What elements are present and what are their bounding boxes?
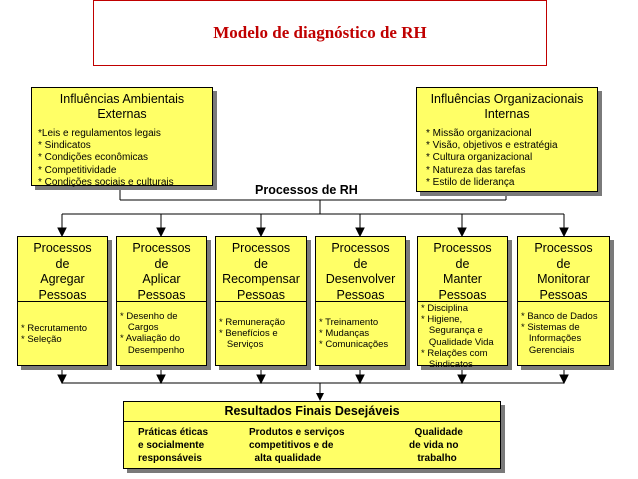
process-items: * Remuneração * Benefícios e Serviços — [219, 317, 286, 351]
process-title: Processos de Manter Pessoas — [433, 241, 492, 302]
external-influences-title: Influências Ambientais Externas — [59, 92, 185, 121]
list-item: * Estilo de liderança — [426, 176, 515, 188]
arrow-head — [156, 227, 166, 238]
processes-label: Processos de RH — [255, 183, 358, 197]
title-box: Modelo de diagnóstico de RH — [93, 0, 547, 66]
diagram-title: Modelo de diagnóstico de RH — [213, 23, 427, 42]
process-items: * Treinamento * Mudanças * Comunicações — [319, 317, 389, 351]
arrow-head — [355, 227, 365, 238]
results-box: Resultados Finais Desejáveis Práticas ét… — [123, 401, 501, 469]
divider — [124, 421, 500, 422]
arrow-head — [57, 374, 67, 385]
arrow-head — [256, 227, 266, 238]
external-influences-list: *Leis e regulamentos legais * Sindicatos… — [38, 128, 174, 189]
process-title: Processos de Agregar Pessoas — [33, 241, 92, 302]
process-box-recompensar: Processos de Recompensar Pessoas * Remun… — [215, 236, 307, 366]
divider — [518, 301, 609, 302]
process-items: * Banco de Dados * Sistemas de Informaçõ… — [521, 311, 598, 356]
process-title: Processos de Recompensar Pessoas — [222, 241, 300, 302]
list-item: * Competitividade — [38, 164, 117, 176]
arrow-head — [457, 227, 467, 238]
results-column: Produtos e serviços competitivos e de al… — [249, 427, 345, 464]
external-influences-box: Influências Ambientais Externas *Leis e … — [31, 87, 213, 189]
arrow-head — [559, 374, 569, 385]
results-title: Resultados Finais Desejáveis — [224, 404, 400, 418]
process-box-agregar: Processos de Agregar Pessoas * Recrutame… — [17, 236, 108, 366]
list-item: * Missão organizacional — [426, 128, 532, 139]
arrow-head — [559, 227, 569, 238]
list-item: *Leis e regulamentos legais — [38, 128, 161, 139]
divider — [18, 301, 107, 302]
list-item: * Visão, objetivos e estratégia — [426, 140, 558, 152]
divider — [418, 301, 507, 302]
results-column: Qualidade de vida no trabalho — [409, 427, 463, 464]
process-title: Processos de Desenvolver Pessoas — [325, 241, 396, 302]
arrow-head — [57, 227, 67, 238]
process-items: * Recrutamento * Seleção — [21, 323, 88, 346]
arrow-head — [256, 374, 266, 385]
list-item: * Cultura organizacional — [426, 152, 533, 164]
list-item: * Natureza das tarefas — [426, 164, 526, 176]
process-box-manter: Processos de Manter Pessoas * Disciplina… — [417, 236, 508, 370]
process-title: Processos de Monitorar Pessoas — [534, 241, 593, 302]
arrow-head — [355, 374, 365, 385]
divider — [117, 301, 206, 302]
process-box-monitorar: Processos de Monitorar Pessoas * Banco d… — [517, 236, 610, 366]
list-item: * Condições econômicas — [38, 152, 149, 164]
list-item: * Sindicatos — [38, 140, 91, 152]
process-items: * Disciplina * Higiene, Segurança e Qual… — [421, 303, 494, 371]
arrow-head — [156, 374, 166, 385]
list-item: * Condições sociais e culturais — [38, 176, 174, 188]
divider — [216, 301, 306, 302]
internal-influences-list: * Missão organizacional * Visão, objetiv… — [426, 128, 558, 189]
internal-influences-box: Influências Organizacionais Internas * M… — [416, 87, 598, 192]
internal-influences-title: Influências Organizacionais Internas — [430, 92, 584, 121]
arrow-head — [457, 374, 467, 385]
process-box-desenvolver: Processos de Desenvolver Pessoas * Trein… — [315, 236, 406, 366]
process-title: Processos de Aplicar Pessoas — [132, 241, 191, 302]
process-items: * Desenho de Cargos * Avaliação do Desem… — [120, 311, 185, 356]
results-column: Práticas éticas e socialmente responsáve… — [138, 427, 209, 464]
divider — [316, 301, 405, 302]
process-box-aplicar: Processos de Aplicar Pessoas * Desenho d… — [116, 236, 207, 366]
